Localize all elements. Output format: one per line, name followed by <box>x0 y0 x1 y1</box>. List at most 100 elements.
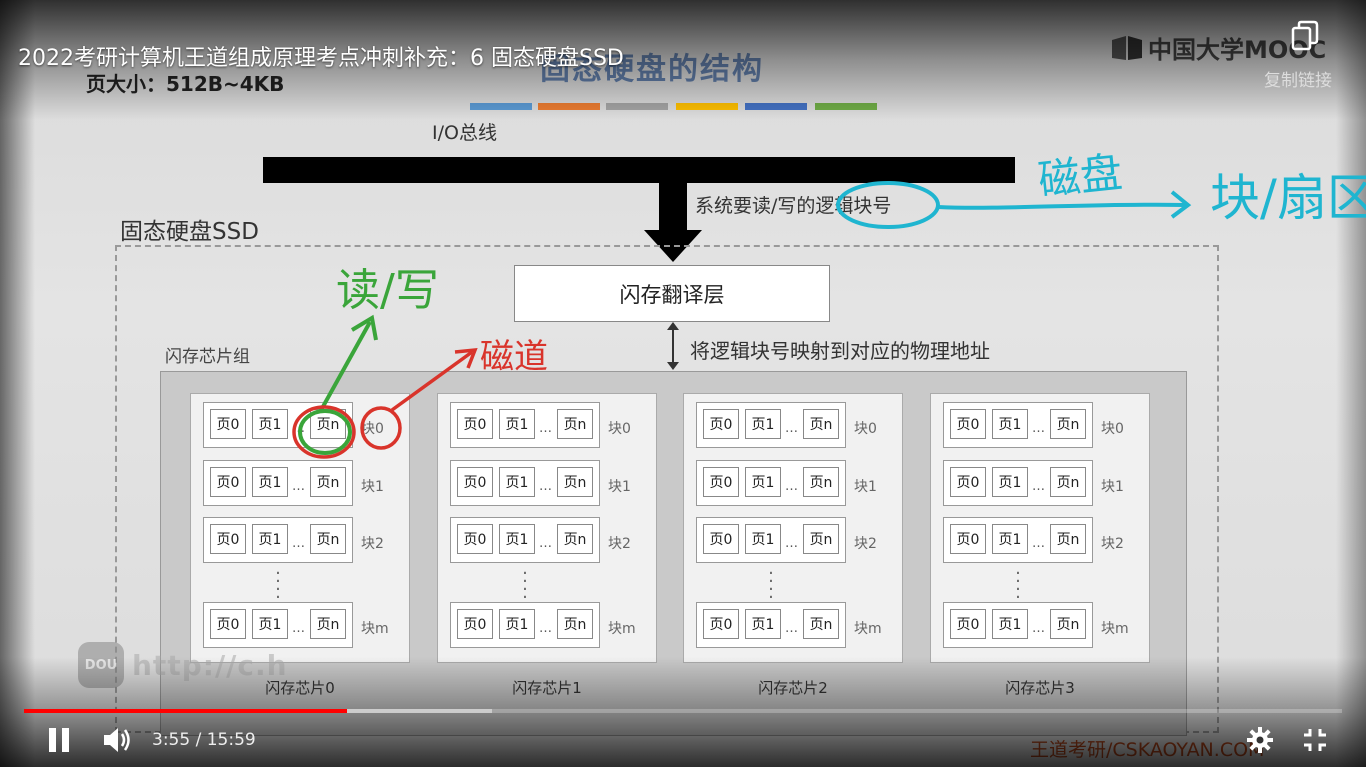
flash-page: 页1 <box>252 467 288 497</box>
flash-page: 页0 <box>457 524 493 554</box>
flash-page: 页1 <box>499 524 535 554</box>
pause-button[interactable] <box>42 723 76 757</box>
block-label: 块m <box>1101 621 1129 637</box>
flash-page: 页n <box>557 409 593 439</box>
block-label: 块m <box>361 621 389 637</box>
flash-page: 页0 <box>457 467 493 497</box>
flash-page: 页n <box>1050 524 1086 554</box>
settings-button[interactable] <box>1243 723 1277 757</box>
douyin-logo: DOU <box>78 642 124 688</box>
flash-page: 页n <box>310 609 346 639</box>
flash-page: 页0 <box>210 609 246 639</box>
volume-button[interactable] <box>101 723 135 757</box>
block-label: 块2 <box>1101 536 1124 552</box>
block-vertical-ellipsis: ···· <box>522 563 528 608</box>
block-label: 块0 <box>854 421 877 437</box>
flash-page: 页0 <box>703 467 739 497</box>
color-strip-2 <box>538 103 600 110</box>
flash-page: 页1 <box>499 609 535 639</box>
block-label: 块m <box>608 621 636 637</box>
flash-page: 页n <box>1050 609 1086 639</box>
progress-bar[interactable] <box>24 709 1342 713</box>
flash-page: 页n <box>557 467 593 497</box>
flash-page: 页n <box>803 467 839 497</box>
volume-icon <box>104 728 130 752</box>
video-title[interactable]: 2022考研计算机王道组成原理考点冲刺补充：6 固态硬盘SSD <box>18 46 624 71</box>
color-strip-4 <box>676 103 738 110</box>
gear-icon <box>1247 727 1273 753</box>
flash-page: 页1 <box>499 467 535 497</box>
cyan-note-block-sector: 块/扇区 <box>1210 169 1366 227</box>
flash-page: 页n <box>557 524 593 554</box>
flash-page: 页1 <box>992 409 1028 439</box>
flash-page: 页1 <box>745 524 781 554</box>
flash-page: 页0 <box>950 467 986 497</box>
page-ellipsis: … <box>1032 621 1045 636</box>
chip-group-label: 闪存芯片组 <box>165 347 250 367</box>
flash-page: 页1 <box>745 467 781 497</box>
bus-stem <box>659 183 687 231</box>
block-label: 块2 <box>361 536 384 552</box>
exit-fullscreen-button[interactable] <box>1298 723 1332 757</box>
flash-page: 页0 <box>457 609 493 639</box>
color-strip-3 <box>606 103 668 110</box>
page-ellipsis: … <box>292 621 305 636</box>
flash-page: 页1 <box>992 467 1028 497</box>
block-label: 块0 <box>361 421 384 437</box>
flash-page: 页1 <box>252 409 288 439</box>
page-ellipsis: … <box>785 621 798 636</box>
block-vertical-ellipsis: ···· <box>768 563 774 608</box>
flash-page: 页n <box>803 609 839 639</box>
color-strip-6 <box>815 103 877 110</box>
block-label: 块0 <box>1101 421 1124 437</box>
cyan-note-disk: 磁盘 <box>1036 147 1125 205</box>
color-strip-1 <box>470 103 532 110</box>
played-fill <box>24 709 347 713</box>
flash-page: 页n <box>310 524 346 554</box>
io-bus <box>263 157 1015 183</box>
flash-page: 页1 <box>499 409 535 439</box>
watermark-text: http://c.h <box>132 648 288 682</box>
flash-chip-label: 闪存芯片3 <box>1005 679 1075 697</box>
watermark: DOU http://c.h <box>78 642 288 688</box>
time-display: 3:55 / 15:59 <box>152 730 256 750</box>
block-label: 块0 <box>608 421 631 437</box>
block-vertical-ellipsis: ···· <box>1015 563 1021 608</box>
flash-page: 页n <box>803 524 839 554</box>
exit-fullscreen-icon <box>1304 729 1326 751</box>
flash-chip-label: 闪存芯片1 <box>512 679 582 697</box>
block-vertical-ellipsis: ···· <box>275 563 281 608</box>
page-size-label: 页大小：512B~4KB <box>86 72 285 96</box>
flash-page: 页0 <box>210 524 246 554</box>
page-ellipsis: … <box>1032 421 1045 436</box>
copy-link-label[interactable]: 复制链接 <box>1264 71 1332 91</box>
flash-chip-label: 闪存芯片2 <box>758 679 828 697</box>
block-label: 块2 <box>608 536 631 552</box>
page-ellipsis: … <box>785 421 798 436</box>
flash-page: 页1 <box>992 609 1028 639</box>
color-strip-5 <box>745 103 807 110</box>
page-ellipsis: … <box>292 479 305 494</box>
block-label: 块1 <box>608 479 631 495</box>
book-icon <box>1112 35 1142 60</box>
copy-icon[interactable] <box>1290 20 1320 52</box>
cyan-arrow-head <box>1170 190 1192 219</box>
system-request-label: 系统要读/写的逻辑块号 <box>695 195 892 217</box>
flash-page: 页0 <box>703 524 739 554</box>
flash-page: 页1 <box>252 609 288 639</box>
flash-page: 页0 <box>457 409 493 439</box>
flash-page: 页1 <box>252 524 288 554</box>
flash-page: 页0 <box>210 409 246 439</box>
io-bus-label: I/O总线 <box>432 122 497 144</box>
flash-page: 页n <box>1050 409 1086 439</box>
flash-page: 页1 <box>992 524 1028 554</box>
